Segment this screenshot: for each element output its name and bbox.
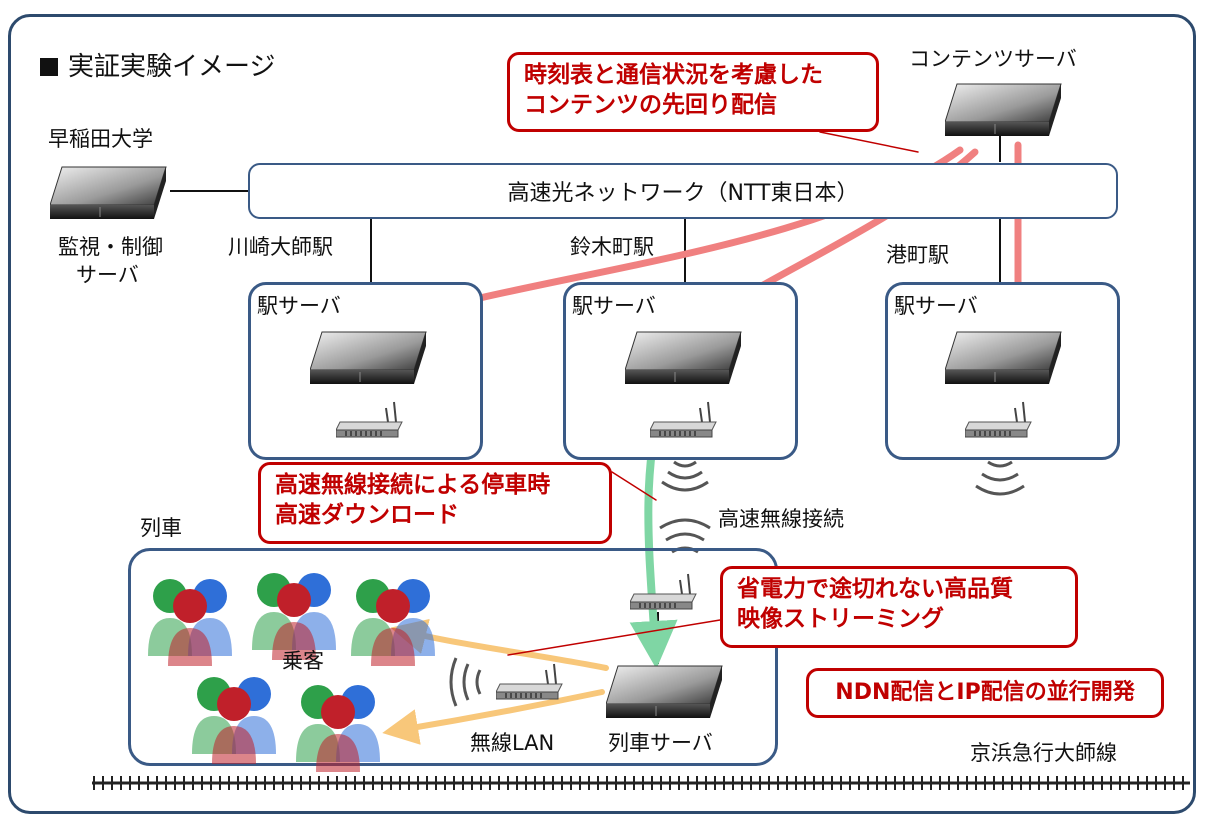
callout-download-line1: 高速無線接続による停車時 — [275, 472, 551, 498]
optical-network-label: 高速光ネットワーク（NTT東日本） — [507, 181, 859, 206]
station1-server-label: 駅サーバ — [257, 294, 341, 318]
rail-line-label: 京浜急行大師線 — [970, 741, 1117, 765]
university-server-icon — [50, 166, 167, 220]
station-router-icon-1 — [336, 401, 403, 438]
callout-download-line2: 高速ダウンロード — [275, 502, 459, 529]
monitor-server-label-2: サーバ — [76, 263, 139, 287]
passenger-group-icon — [351, 579, 435, 666]
optical-network: 高速光ネットワーク（NTT東日本） — [248, 163, 1118, 219]
train-label: 列車 — [140, 516, 182, 540]
person-body — [316, 734, 360, 772]
content-server-label: コンテンツサーバ — [909, 47, 1077, 71]
passenger-group-icon — [148, 579, 232, 666]
passenger-group-icon — [296, 685, 380, 772]
title-square-icon — [40, 58, 58, 76]
person-head — [321, 695, 355, 729]
person-body — [272, 622, 316, 660]
callout-parallel: NDN配信とIP配信の並行開発 — [806, 668, 1164, 718]
rail-track — [92, 776, 1190, 790]
passengers-label: 乗客 — [282, 649, 324, 673]
university-label: 早稲田大学 — [48, 127, 153, 151]
train-server-icon — [606, 665, 723, 719]
callout-streaming: 省電力で途切れない高品質 映像ストリーミング — [720, 566, 1078, 648]
train-router-icon — [630, 573, 697, 610]
person-head — [376, 589, 410, 623]
train-box — [128, 548, 778, 766]
high-speed-wireless-label: 高速無線接続 — [718, 507, 844, 531]
callout-download: 高速無線接続による停車時 高速ダウンロード — [258, 462, 612, 544]
person-head — [173, 589, 207, 623]
passenger-group-icon — [252, 573, 336, 660]
page-title-text: 実証実験イメージ — [68, 52, 276, 82]
train-server-label: 列車サーバ — [608, 731, 713, 755]
station-server-icon-2 — [625, 331, 742, 385]
station2-name: 鈴木町駅 — [570, 235, 654, 259]
callout-streaming-line2: 映像ストリーミング — [737, 606, 944, 633]
callout-prefetch: 時刻表と通信状況を考慮した コンテンツの先回り配信 — [507, 52, 879, 132]
passengers-group — [148, 573, 435, 772]
station2-server-label: 駅サーバ — [572, 294, 656, 318]
person-body — [168, 628, 212, 666]
callout-prefetch-line1: 時刻表と通信状況を考慮した — [524, 62, 823, 88]
station-router-icon-3 — [965, 401, 1032, 438]
station3-name: 港町駅 — [886, 243, 949, 267]
station-server-icon-3 — [945, 331, 1062, 385]
monitor-server-label-1: 監視・制御 — [58, 235, 163, 259]
station1-name: 川崎大師駅 — [228, 235, 333, 259]
station3-server-label: 駅サーバ — [894, 294, 978, 318]
person-head — [217, 687, 251, 721]
station-server-icon-1 — [310, 331, 427, 385]
passenger-group-icon — [192, 677, 276, 764]
callout-streaming-line1: 省電力で途切れない高品質 — [737, 576, 1013, 602]
page-title: 実証実験イメージ — [40, 46, 275, 83]
callout-prefetch-line2: コンテンツの先回り配信 — [524, 92, 777, 119]
wireless-lan-label: 無線LAN — [470, 731, 555, 755]
person-body — [371, 628, 415, 666]
person-body — [212, 726, 256, 764]
content-server-icon — [945, 83, 1062, 137]
station-router-icon-2 — [650, 401, 717, 438]
person-head — [277, 583, 311, 617]
wifi-ap-icon — [496, 663, 563, 700]
